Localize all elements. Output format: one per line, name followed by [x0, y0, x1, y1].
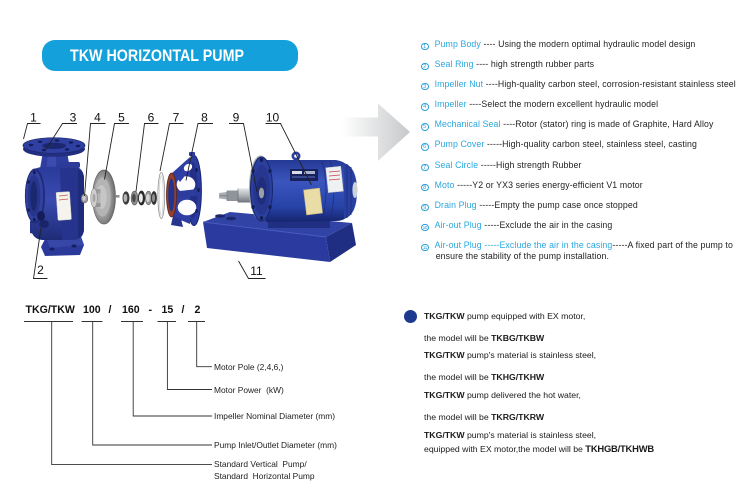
- svg-text:1: 1: [30, 111, 37, 125]
- svg-text:6: 6: [148, 111, 155, 125]
- svg-text:7: 7: [173, 111, 180, 125]
- svg-text:10: 10: [266, 111, 280, 125]
- svg-text:2: 2: [37, 263, 44, 277]
- svg-text:8: 8: [201, 111, 208, 125]
- svg-text:5: 5: [118, 111, 125, 125]
- svg-text:4: 4: [94, 111, 101, 125]
- svg-text:11: 11: [250, 264, 263, 278]
- svg-text:3: 3: [70, 111, 77, 125]
- svg-text:9: 9: [233, 111, 240, 125]
